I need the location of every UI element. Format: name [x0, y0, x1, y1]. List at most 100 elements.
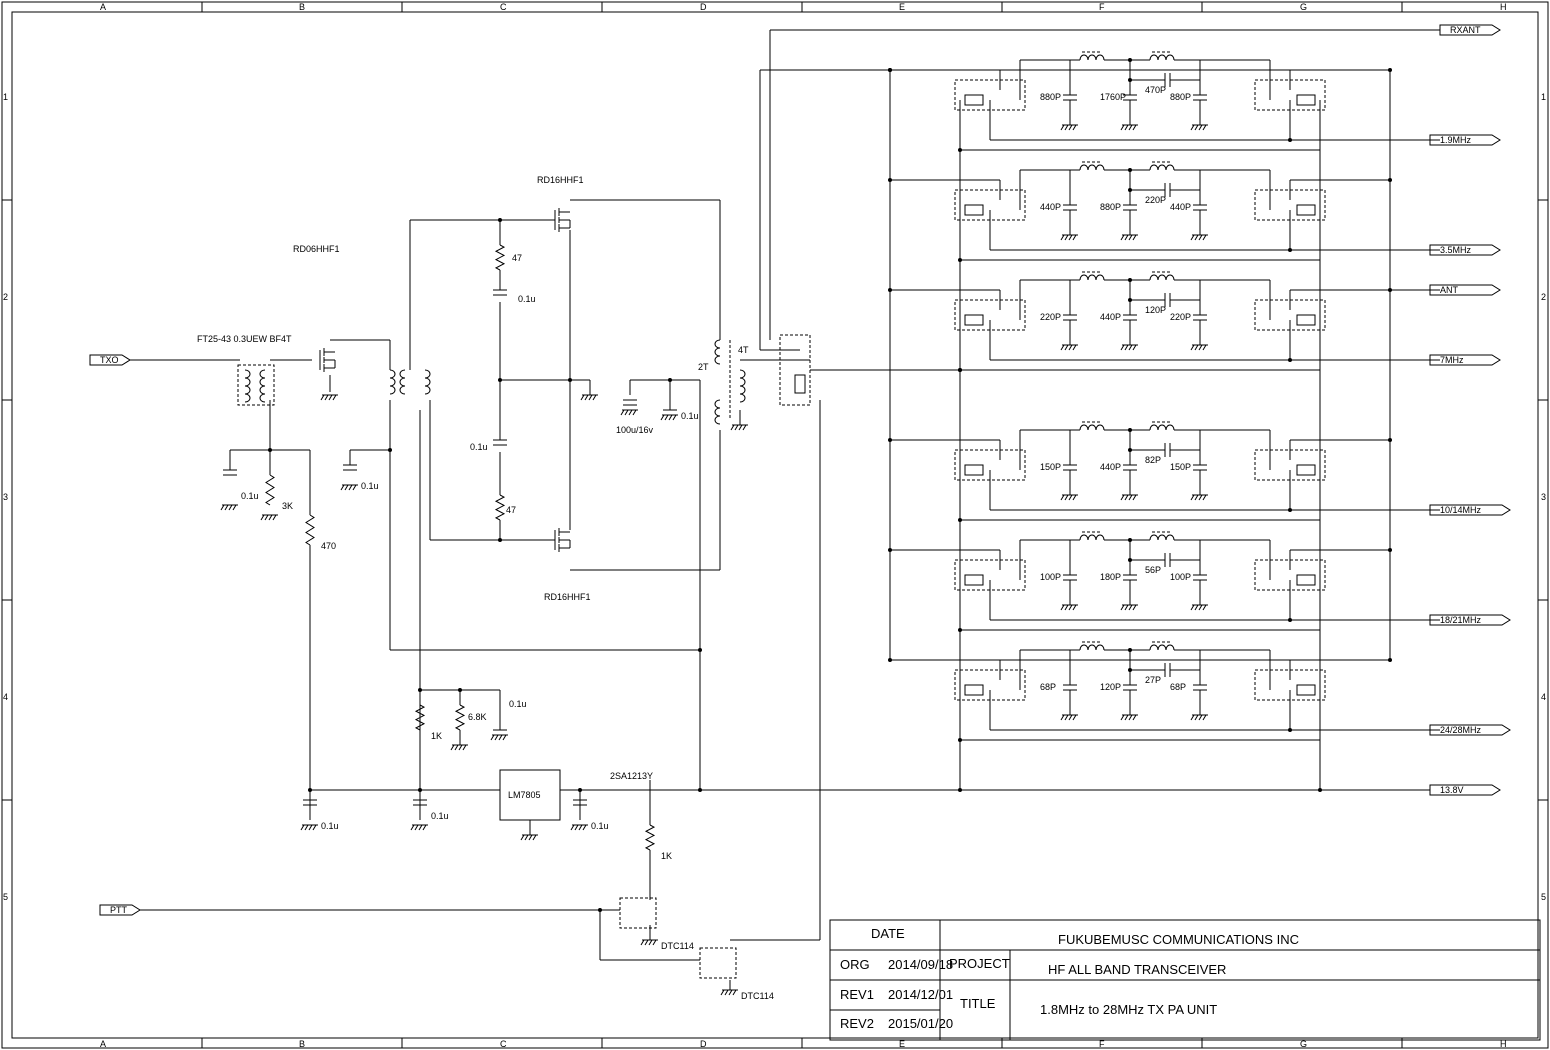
junction-dot [1128, 188, 1132, 192]
capacitor-symbol [303, 799, 317, 806]
frame-row-left-4: 4 [3, 692, 8, 702]
wiring [130, 29, 1440, 990]
junction-dot [888, 288, 892, 292]
capacitor-symbol [223, 469, 237, 476]
inductor-symbol [1079, 54, 1105, 61]
junction-dot [1388, 438, 1392, 442]
capacitor-symbol [1164, 663, 1171, 677]
junction-dot [498, 538, 502, 542]
c-01-top-label: 0.1u [518, 294, 536, 304]
junction-dot [958, 788, 962, 792]
frame-row-right-3: 3 [1541, 492, 1546, 502]
capacitor-symbol [1063, 684, 1077, 691]
r-47-top-label: 47 [512, 253, 522, 263]
lpf-c2-label: 880P [1100, 202, 1121, 212]
capacitor-symbol [493, 289, 507, 296]
c-01-mid-label: 0.1u [470, 442, 488, 452]
lpf-c2-label: 440P [1100, 312, 1121, 322]
frame-row-right-4: 4 [1541, 692, 1546, 702]
junction-dot [418, 788, 422, 792]
q1-label: RD06HHF1 [293, 244, 340, 254]
junction-dot [888, 178, 892, 182]
frame-col-bottom-F: F [1099, 1039, 1105, 1049]
ground-symbol [410, 824, 428, 831]
capacitor-symbol [663, 409, 677, 416]
capacitor-symbol [1123, 574, 1137, 581]
inductor-symbol [1149, 424, 1175, 431]
lpf-c3-label: 27P [1145, 675, 1161, 685]
ground-symbol [1060, 714, 1078, 721]
relay-coil [1296, 684, 1316, 696]
port-b1014 [1429, 504, 1511, 516]
rev2-label: REV2 [840, 1016, 874, 1031]
capacitor-symbol [1063, 314, 1077, 321]
inductor-symbol [1149, 534, 1175, 541]
ground-symbol [1190, 124, 1208, 131]
ground-symbol [1190, 604, 1208, 611]
ground-symbol [1190, 714, 1208, 721]
capacitor-symbol [1164, 553, 1171, 567]
winding-symbol [399, 369, 406, 395]
junction-dot [1288, 728, 1292, 732]
port-b19-label: 1.9MHz [1440, 135, 1472, 145]
resistor-symbol [494, 494, 506, 521]
port-b35 [1429, 244, 1501, 256]
frame-col-bottom-B: B [299, 1039, 305, 1049]
ground-symbol [1120, 494, 1138, 501]
ground-symbol [1060, 344, 1078, 351]
resistor-symbol [305, 514, 315, 546]
ground-symbol [1060, 494, 1078, 501]
winding-symbol [424, 369, 431, 395]
frame-col-bottom-G: G [1300, 1039, 1307, 1049]
lpf-c3-label: 470P [1145, 85, 1166, 95]
ground-symbol [520, 834, 538, 841]
ground-symbol [260, 514, 278, 521]
junction-dot [958, 368, 962, 372]
lpf-c1-label: 150P [1040, 462, 1061, 472]
resistor-symbol [414, 704, 426, 731]
port-b7-label: 7MHz [1440, 355, 1464, 365]
inductor-symbol [1079, 424, 1105, 431]
port-ptt [99, 904, 141, 916]
resistor-symbol [454, 704, 466, 731]
junction-dot [1388, 178, 1392, 182]
junction-dot [958, 738, 962, 742]
port-txo-label: TXO [100, 355, 119, 365]
ground-symbol [720, 989, 738, 996]
lpf-c4-label: 440P [1170, 202, 1191, 212]
ground-symbol [660, 414, 678, 421]
relay-coil [794, 374, 806, 394]
lpf-c4-label: 150P [1170, 462, 1191, 472]
frame-col-bottom-D: D [700, 1039, 707, 1049]
frame-col-top-E: E [899, 2, 905, 12]
frame-col-top-B: B [299, 2, 305, 12]
resistor-symbol [265, 474, 275, 506]
resistor-symbol [494, 244, 506, 271]
junction-dot [1128, 668, 1132, 672]
lpf-c1-label: 880P [1040, 92, 1061, 102]
t-4t-label: 4T [738, 345, 749, 355]
port-b1821-label: 18/21MHz [1440, 615, 1482, 625]
ground-symbol [320, 394, 338, 401]
title-block: DATE FUKUBEMUSC COMMUNICATIONS INC ORG 2… [829, 919, 1541, 1041]
drawing-title: 1.8MHz to 28MHz TX PA UNIT [1040, 1002, 1217, 1017]
relay-coil [964, 574, 984, 586]
capacitor-symbol [1193, 314, 1207, 321]
ground-symbol [580, 394, 598, 401]
winding-symbol [714, 399, 721, 425]
relay-outline [779, 334, 811, 406]
rev1-label: REV1 [840, 987, 874, 1002]
port-b19 [1429, 134, 1501, 146]
r-47-bot-label: 47 [506, 505, 516, 515]
junction-dot [1388, 68, 1392, 72]
lpf-c2-label: 440P [1100, 462, 1121, 472]
junction-dot [888, 658, 892, 662]
reg-label: LM7805 [508, 790, 541, 800]
frame-col-top-G: G [1300, 2, 1307, 12]
port-b2428 [1429, 724, 1511, 736]
frame-row-left-2: 2 [3, 292, 8, 302]
c-01-f-label: 0.1u [431, 811, 449, 821]
dtc-outline [699, 947, 737, 979]
